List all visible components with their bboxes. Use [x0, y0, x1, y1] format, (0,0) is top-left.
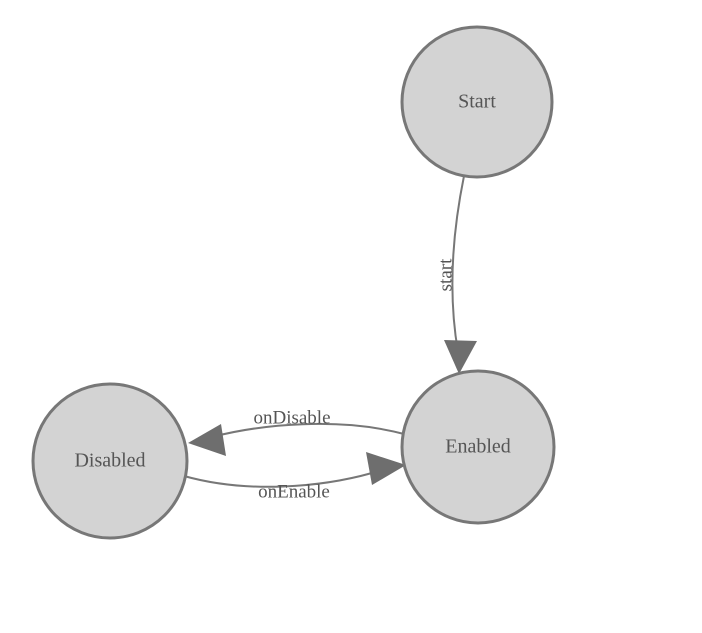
edge-start-to-enabled-path: [451, 175, 465, 353]
edge-disabled-to-enabled[interactable]: onEnable: [183, 452, 406, 502]
edge-start-to-enabled-arrowhead: [444, 340, 477, 374]
node-enabled-circle: [400, 369, 556, 525]
edge-start-to-enabled[interactable]: start: [435, 175, 477, 374]
edge-enabled-to-disabled-arrowhead: [188, 424, 226, 456]
edge-enabled-to-disabled-label: onDisable: [253, 407, 330, 428]
node-enabled-label: Enabled: [445, 436, 511, 458]
node-disabled-circle: [31, 382, 189, 540]
node-disabled-label: Disabled: [74, 450, 145, 472]
node-start[interactable]: Start: [400, 25, 554, 179]
node-start-label: Start: [458, 91, 496, 113]
node-enabled[interactable]: Enabled: [400, 369, 556, 525]
edge-start-to-enabled-label: start: [435, 258, 456, 291]
node-start-circle: [400, 25, 554, 179]
edge-disabled-to-enabled-label: onEnable: [258, 481, 330, 502]
edge-disabled-to-enabled-arrowhead: [366, 452, 406, 485]
edge-disabled-to-enabled-path: [183, 472, 373, 488]
edge-enabled-to-disabled[interactable]: onDisable: [188, 407, 405, 456]
node-disabled[interactable]: Disabled: [31, 382, 189, 540]
edge-enabled-to-disabled-path: [211, 422, 405, 438]
